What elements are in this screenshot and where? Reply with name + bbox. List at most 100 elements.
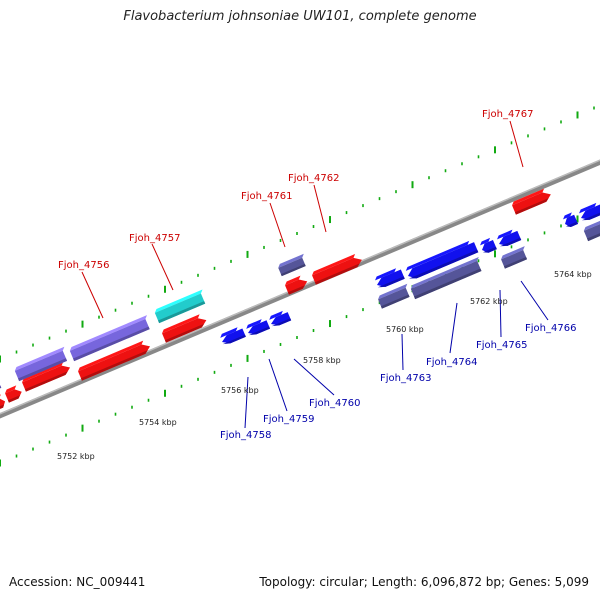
gene-feature[interactable] [377,283,412,309]
gene-feature-body [278,257,306,277]
gene-feature-body [512,192,551,215]
gene-label[interactable]: Fjoh_4757 [129,233,180,244]
gene-feature-body [22,365,71,392]
gene-feature-shade [380,294,410,309]
upper-tick-track [0,106,595,363]
gene-feature-body [408,242,479,279]
gene-feature-top [563,212,572,220]
gene-feature[interactable] [511,187,553,215]
gene-feature-shade [377,276,405,288]
callout-line [449,302,458,354]
scale-labels: 5752 kbp 5754 kbp 5756 kbp 5758 kbp 5760… [57,270,592,461]
gene-feature-top [410,256,479,289]
gene-feature-shade [280,263,306,277]
scale-label: 5758 kbp [303,356,341,365]
gene-feature-shade [409,249,479,279]
gene-feature[interactable] [0,394,7,411]
gene-feature-top [375,268,396,281]
gene-feature-top [497,229,513,240]
accession-text: Accession: NC_009441 [9,575,146,589]
gene-feature-body [0,379,2,391]
callout-line [401,333,404,371]
gene-feature-body [222,328,246,344]
gene-feature-shade [482,246,497,253]
gene-feature[interactable] [284,274,309,295]
gene-feature-shade [7,395,21,403]
gene-feature[interactable] [77,339,152,381]
gene-label[interactable]: Fjoh_4761 [241,191,292,202]
gene-feature-shade [80,350,148,381]
gene-feature-shade [248,326,271,336]
gene-label[interactable]: Fjoh_4766 [525,323,576,334]
gene-label[interactable]: Fjoh_4765 [476,340,527,351]
gene-feature-body [69,319,150,362]
gene-feature-top [246,319,262,329]
gene-feature[interactable] [268,309,292,328]
gene-feature-shade [24,371,68,392]
gene-feature-shade [503,256,528,269]
gene-feature[interactable] [405,239,479,281]
gene-feature-shade [0,385,2,391]
gene-feature-shade [414,268,482,300]
gene-feature-top [5,385,17,394]
gene-label[interactable]: Fjoh_4762 [288,173,339,184]
genome-title: Flavobacterium johnsoniae UW101, complet… [123,9,477,24]
gene-feature[interactable] [69,315,153,362]
gene-label[interactable]: Fjoh_4763 [380,373,431,384]
gene-feature-shade [581,210,600,221]
gene-feature-body [78,344,151,381]
gene-feature-shade [18,358,68,382]
gene-feature[interactable] [4,384,24,403]
gene-feature-body [378,287,410,309]
gene-label[interactable]: Fjoh_4767 [482,109,533,120]
gene-feature-top [579,202,597,214]
callout-line [151,243,174,291]
gene-feature-top [69,315,147,351]
gene-feature-top [378,283,408,300]
gene-label[interactable]: Fjoh_4760 [309,398,360,409]
gene-feature[interactable] [0,376,4,391]
gene-feature-body [0,398,6,411]
gene-feature[interactable] [161,313,208,343]
gene-feature-top [312,253,356,276]
gene-feature[interactable] [311,252,364,285]
gene-feature[interactable] [374,267,405,290]
gene-feature[interactable] [500,246,530,269]
gene-feature[interactable] [21,360,72,392]
gene-label[interactable]: Fjoh_4759 [263,414,314,425]
gene-feature[interactable] [277,253,308,277]
gene-label[interactable]: Fjoh_4756 [58,260,109,271]
gene-feature-shade [314,263,360,285]
callout-line [520,280,549,321]
gene-feature[interactable] [496,228,522,249]
gene-feature[interactable] [578,201,600,222]
gene-feature-top [583,219,600,231]
gene-feature[interactable] [154,289,208,324]
scale-label: 5756 kbp [221,386,259,395]
gene-feature[interactable] [479,237,497,254]
gene-feature-shade [514,198,549,215]
callout-line [509,120,524,168]
gene-feature[interactable] [410,256,485,300]
gene-feature-top [512,188,545,206]
gene-label[interactable]: Fjoh_4758 [220,430,271,441]
gene-feature[interactable] [245,318,271,338]
callout-line [268,358,288,412]
gene-feature-top [22,361,64,383]
gene-feature-top [0,376,1,382]
gene-feature-body [410,260,482,300]
scale-label: 5752 kbp [57,452,95,461]
gene-feature[interactable] [562,212,578,229]
gene-label[interactable]: Fjoh_4764 [426,357,477,368]
gene-feature-top [78,340,144,372]
gene-feature-top [269,310,283,320]
gene-feature-shade [222,334,246,345]
gene-feature-body [154,293,206,324]
gene-feature-body [581,204,600,220]
gene-feature-top [278,253,304,268]
gene-feature-shade [164,323,205,343]
gene-feature[interactable] [219,326,246,346]
gene-feature[interactable] [14,346,70,382]
gene-feature[interactable] [583,219,600,242]
